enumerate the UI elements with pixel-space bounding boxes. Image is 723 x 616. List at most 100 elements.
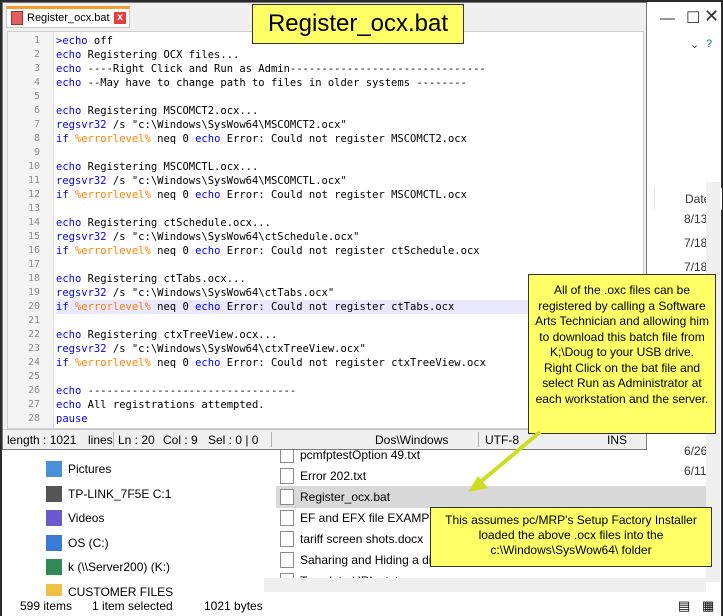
file-date: 7/18 xyxy=(684,260,708,274)
code-keyword: echo xyxy=(56,49,82,61)
line-number: 18 xyxy=(27,273,40,284)
code-keyword: regsvr32 xyxy=(56,343,107,355)
code-line: if %errorlevel% neq 0 echo Error: Could … xyxy=(56,356,486,370)
code-line: regsvr32 /s "c:\Windows\SysWow64\ctTabs.… xyxy=(56,286,334,300)
disk-icon xyxy=(46,534,62,551)
line-number: 13 xyxy=(27,203,40,214)
file-row[interactable]: tariff screen shots.docx xyxy=(276,528,706,550)
file-name: tariff screen shots.docx xyxy=(300,532,424,546)
details-view-icon[interactable]: ▤ xyxy=(678,598,691,613)
code-text: /s "c:\Windows\SysWow64\ctxTreeView.ocx" xyxy=(106,343,366,355)
code-text: neq 0 xyxy=(150,357,196,369)
nav-item-label: CUSTOMER FILES xyxy=(68,584,174,599)
line-number: 7 xyxy=(33,119,40,130)
code-keyword: if xyxy=(56,133,69,145)
line-number: 5 xyxy=(33,91,40,102)
file-icon xyxy=(280,489,294,505)
code-keyword: echo xyxy=(56,273,82,285)
installer-note-callout: This assumes pc/MRP's Setup Factory Inst… xyxy=(430,507,712,567)
maximize-icon[interactable]: ☐ xyxy=(686,10,701,27)
file-row[interactable]: Error 202.txt xyxy=(276,465,706,487)
file-name: Register_ocx.bat xyxy=(300,490,391,504)
line-number: 23 xyxy=(27,343,40,354)
nav-item[interactable]: k (\\Server200) (K:) xyxy=(46,556,170,578)
code-text: All registrations attempted. xyxy=(81,399,265,411)
nav-item[interactable]: TP-LINK_7F5E C:1 xyxy=(46,483,171,505)
code-line: if %errorlevel% neq 0 echo Error: Could … xyxy=(56,244,480,258)
minimize-icon[interactable]: — xyxy=(660,10,675,27)
code-text: --May have to change path to files in ol… xyxy=(81,77,467,89)
explorer-status-bar: 599 items 1 item selected 1021 bytes ▤ ▦ xyxy=(2,596,721,616)
file-date: 8/13 xyxy=(684,212,708,226)
file-modified-icon xyxy=(11,11,23,25)
nav-item-label: TP-LINK_7F5E C:1 xyxy=(68,486,172,501)
code-line: echo --May have to change path to files … xyxy=(56,76,467,90)
tab-close-icon[interactable]: x xyxy=(114,12,126,24)
nav-item[interactable]: Pictures xyxy=(46,458,111,480)
code-text: Error: Could not register ctTabs.ocx xyxy=(220,301,455,313)
file-name: Error 202.txt xyxy=(300,469,367,483)
nav-item[interactable]: OS (C:) xyxy=(46,532,109,554)
file-row[interactable]: Register_ocx.bat xyxy=(276,486,706,508)
line-number: 24 xyxy=(27,357,40,368)
code-keyword: regsvr32 xyxy=(56,287,107,299)
line-number: 27 xyxy=(27,399,40,410)
file-row[interactable]: Saharing and Hiding a di xyxy=(276,549,706,571)
nav-item-label: Videos xyxy=(68,511,105,525)
file-date: 6/11 xyxy=(684,464,707,478)
column-header-date[interactable]: Date xyxy=(654,188,722,210)
code-line: echo Registering MSCOMCT2.ocx... xyxy=(56,104,258,118)
selection-count: 1 item selected xyxy=(92,599,173,613)
code-keyword: echo xyxy=(195,357,221,369)
file-name: pcmfptestOption 49.txt xyxy=(300,448,421,462)
usb-drive-icon xyxy=(46,485,62,502)
code-text: /s "c:\Windows\SysWow64\ctTabs.ocx" xyxy=(106,287,335,299)
chevron-down-icon[interactable]: ⌄ xyxy=(690,39,700,51)
line-number: 16 xyxy=(27,245,40,256)
close-icon[interactable]: ✕ xyxy=(704,6,720,26)
code-text: Error: Could not register ctSchedule.ocx xyxy=(220,245,480,257)
column-header-label: Date xyxy=(685,192,711,206)
folder-icon xyxy=(46,583,62,600)
code-line: regsvr32 /s "c:\Windows\SysWow64\MSCOMCT… xyxy=(56,174,347,188)
selection-info: Sel : 0 | 0 xyxy=(208,433,259,447)
insert-mode: INS xyxy=(607,433,628,447)
nav-item[interactable]: CUSTOMER FILES xyxy=(46,581,173,603)
code-line: echo Registering ctSchedule.ocx... xyxy=(56,216,271,230)
pictures-icon xyxy=(46,461,62,477)
code-line: echo Registering ctTabs.ocx... xyxy=(56,272,246,286)
nav-item-label: OS (C:) xyxy=(68,535,109,550)
help-icon[interactable]: ? xyxy=(706,38,713,50)
encoding: UTF-8 xyxy=(485,433,519,447)
line-number: 20 xyxy=(27,301,40,312)
code-keyword: if xyxy=(56,245,69,257)
horizontal-scrollbar[interactable] xyxy=(264,578,706,592)
tab-register-ocx[interactable]: Register_ocx.bat x xyxy=(6,6,130,28)
code-line: if %errorlevel% neq 0 echo Error: Could … xyxy=(56,132,467,146)
videos-icon xyxy=(46,510,62,526)
line-number: 28 xyxy=(27,413,40,424)
tab-label: Register_ocx.bat xyxy=(27,12,110,24)
code-keyword: echo xyxy=(195,133,221,145)
title-callout: Register_ocx.bat xyxy=(252,4,464,44)
line-number: 10 xyxy=(27,161,40,172)
tiles-view-icon[interactable]: ▦ xyxy=(702,598,715,613)
file-row[interactable]: EF and EFX file EXAMPLES xyxy=(276,507,706,529)
code-keyword: if xyxy=(56,357,69,369)
file-row[interactable]: pcmfptestOption 49.txt xyxy=(276,444,706,466)
file-icon xyxy=(280,468,294,484)
file-name: Saharing and Hiding a di xyxy=(300,553,432,567)
code-variable: %errorlevel% xyxy=(74,189,151,201)
line-number: 17 xyxy=(27,259,40,270)
file-date: 6/26 xyxy=(684,444,708,458)
code-text: Registering OCX files... xyxy=(81,49,240,61)
nav-item[interactable]: Videos xyxy=(46,507,104,529)
code-line: echo --------------------------------- xyxy=(56,384,296,398)
code-text: Registering ctTabs.ocx... xyxy=(81,273,246,285)
line-number: 1 xyxy=(33,35,40,46)
code-line: regsvr32 /s "c:\Windows\SysWow64\ctxTree… xyxy=(56,342,366,356)
code-text: Registering MSCOMCT2.ocx... xyxy=(81,105,259,117)
